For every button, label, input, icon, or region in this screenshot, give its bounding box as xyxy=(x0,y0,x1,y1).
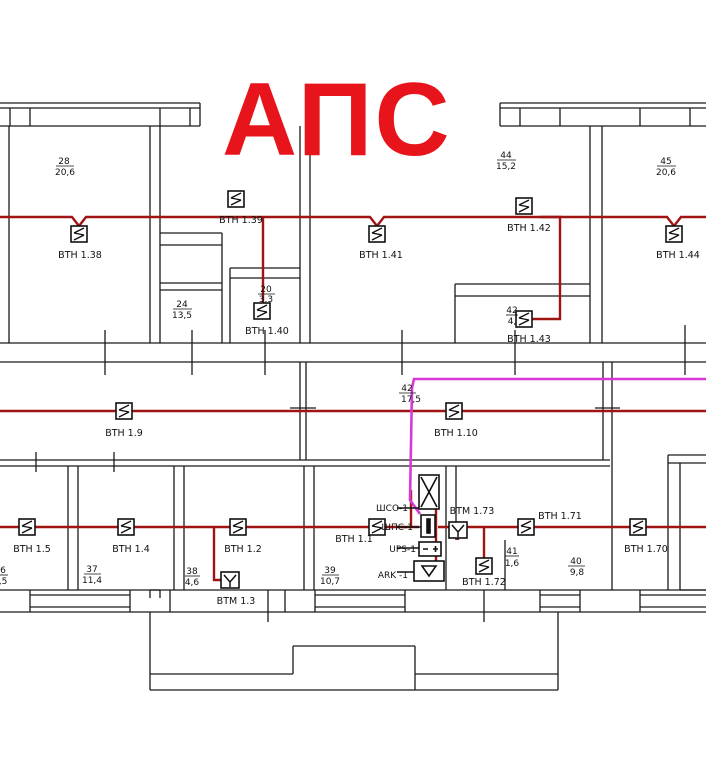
svg-text:42: 42 xyxy=(401,384,412,394)
svg-text:44: 44 xyxy=(500,151,512,161)
svg-text:10,7: 10,7 xyxy=(320,577,340,587)
svg-text:4,6: 4,6 xyxy=(185,578,200,588)
svg-text:6: 6 xyxy=(0,566,6,576)
detector-icon xyxy=(517,518,535,536)
room-label: 40 9,8 xyxy=(568,557,585,578)
sounder-label: ВТМ 1.3 xyxy=(217,596,256,607)
svg-text:38: 38 xyxy=(186,567,198,577)
detector-icon xyxy=(515,310,533,328)
sounder-label: ВТМ 1.73 xyxy=(450,506,495,517)
room-label: 38 4,6 xyxy=(185,567,200,588)
svg-text:15,2: 15,2 xyxy=(496,162,516,172)
sounder-icon xyxy=(448,521,468,539)
svg-text:39: 39 xyxy=(324,566,336,576)
detector-symbols xyxy=(18,190,683,589)
detector-label: ВТН 1.2 xyxy=(224,544,262,555)
detector-label: ВТН 1.40 xyxy=(245,326,289,337)
svg-text:45: 45 xyxy=(660,157,671,167)
ups-label: UPS-1 xyxy=(389,545,416,555)
svg-text:13,5: 13,5 xyxy=(172,311,192,321)
detector-icon xyxy=(227,190,245,208)
svg-text:4,: 4, xyxy=(508,317,517,327)
detector-label: ВТН 1.70 xyxy=(624,544,668,555)
room-label: 44 15,2 xyxy=(496,151,516,172)
svg-text:3,3: 3,3 xyxy=(259,295,273,305)
detector-label: ВТН 1.44 xyxy=(656,250,700,261)
room-label: 42 4, xyxy=(506,306,518,327)
svg-text:11,4: 11,4 xyxy=(82,576,102,586)
room-label: 20 3,3 xyxy=(258,285,275,305)
room-label: 42 17,5 xyxy=(399,384,421,405)
detector-icon xyxy=(18,518,36,536)
room-label: 28 20,6 xyxy=(55,157,75,178)
svg-text:28: 28 xyxy=(58,157,70,167)
ark-icon xyxy=(413,560,445,582)
panel-equipment xyxy=(397,474,445,582)
detector-icon xyxy=(70,225,88,243)
room-label: 39 10,7 xyxy=(320,566,340,587)
detector-label: ВТН 1.72 xyxy=(462,577,506,588)
svg-text:9,8: 9,8 xyxy=(570,568,585,578)
detector-icon xyxy=(115,402,133,420)
power-line xyxy=(408,377,706,515)
ark-label: ARK -1 xyxy=(378,571,408,581)
svg-text:20,6: 20,6 xyxy=(55,168,75,178)
detector-icon xyxy=(629,518,647,536)
svg-text:17,5: 17,5 xyxy=(401,395,421,405)
detector-label: ВТН 1.42 xyxy=(507,223,551,234)
detector-label: ВТН 1.4 xyxy=(112,544,150,555)
detector-icon xyxy=(515,197,533,215)
page-title: АПС xyxy=(222,62,452,178)
detector-label: ВТН 1.41 xyxy=(359,250,403,261)
detector-label: ВТН 1.43 xyxy=(507,334,551,345)
svg-text:20,6: 20,6 xyxy=(656,168,676,178)
svg-text:24: 24 xyxy=(176,300,188,310)
room-label: 37 11,4 xyxy=(82,565,102,586)
detector-label: ВТН 1.71 xyxy=(538,511,582,522)
detector-label: ВТН 1.5 xyxy=(13,544,51,555)
detector-label: ВТН 1.1 xyxy=(335,534,373,545)
detector-icon xyxy=(117,518,135,536)
detector-icon xyxy=(475,557,493,575)
svg-text:40: 40 xyxy=(570,557,582,567)
room-label: 6 ,5 xyxy=(0,566,8,587)
svg-text:37: 37 xyxy=(86,565,97,575)
svg-text:20: 20 xyxy=(260,285,272,295)
room-label: 41 1,6 xyxy=(505,547,520,569)
detector-icon xyxy=(368,225,386,243)
detector-label: ВТН 1.39 xyxy=(219,215,263,226)
detector-icon xyxy=(253,302,271,320)
shso-label: ШСО-1 xyxy=(376,504,408,514)
alarm-loop-lines xyxy=(0,215,706,582)
detector-icon xyxy=(665,225,683,243)
detector-icon xyxy=(445,402,463,420)
ups-icon xyxy=(418,541,442,557)
svg-text:1,6: 1,6 xyxy=(505,559,520,569)
room-label: 24 13,5 xyxy=(172,300,192,321)
svg-text:,5: ,5 xyxy=(0,577,7,587)
detector-label: ВТН 1.10 xyxy=(434,428,478,439)
room-labels: 28 20,6 24 13,5 20 3,3 44 15,2 45 20,6 4… xyxy=(0,151,676,588)
svg-text:42: 42 xyxy=(506,306,517,316)
room-label: 45 20,6 xyxy=(656,157,676,178)
detector-icon xyxy=(229,518,247,536)
detector-label: ВТН 1.38 xyxy=(58,250,102,261)
sounder-icon xyxy=(220,571,240,589)
shps-label: ШПС-1 xyxy=(381,523,413,533)
svg-text:41: 41 xyxy=(506,547,517,557)
detector-label: ВТН 1.9 xyxy=(105,428,143,439)
walls xyxy=(0,102,706,691)
